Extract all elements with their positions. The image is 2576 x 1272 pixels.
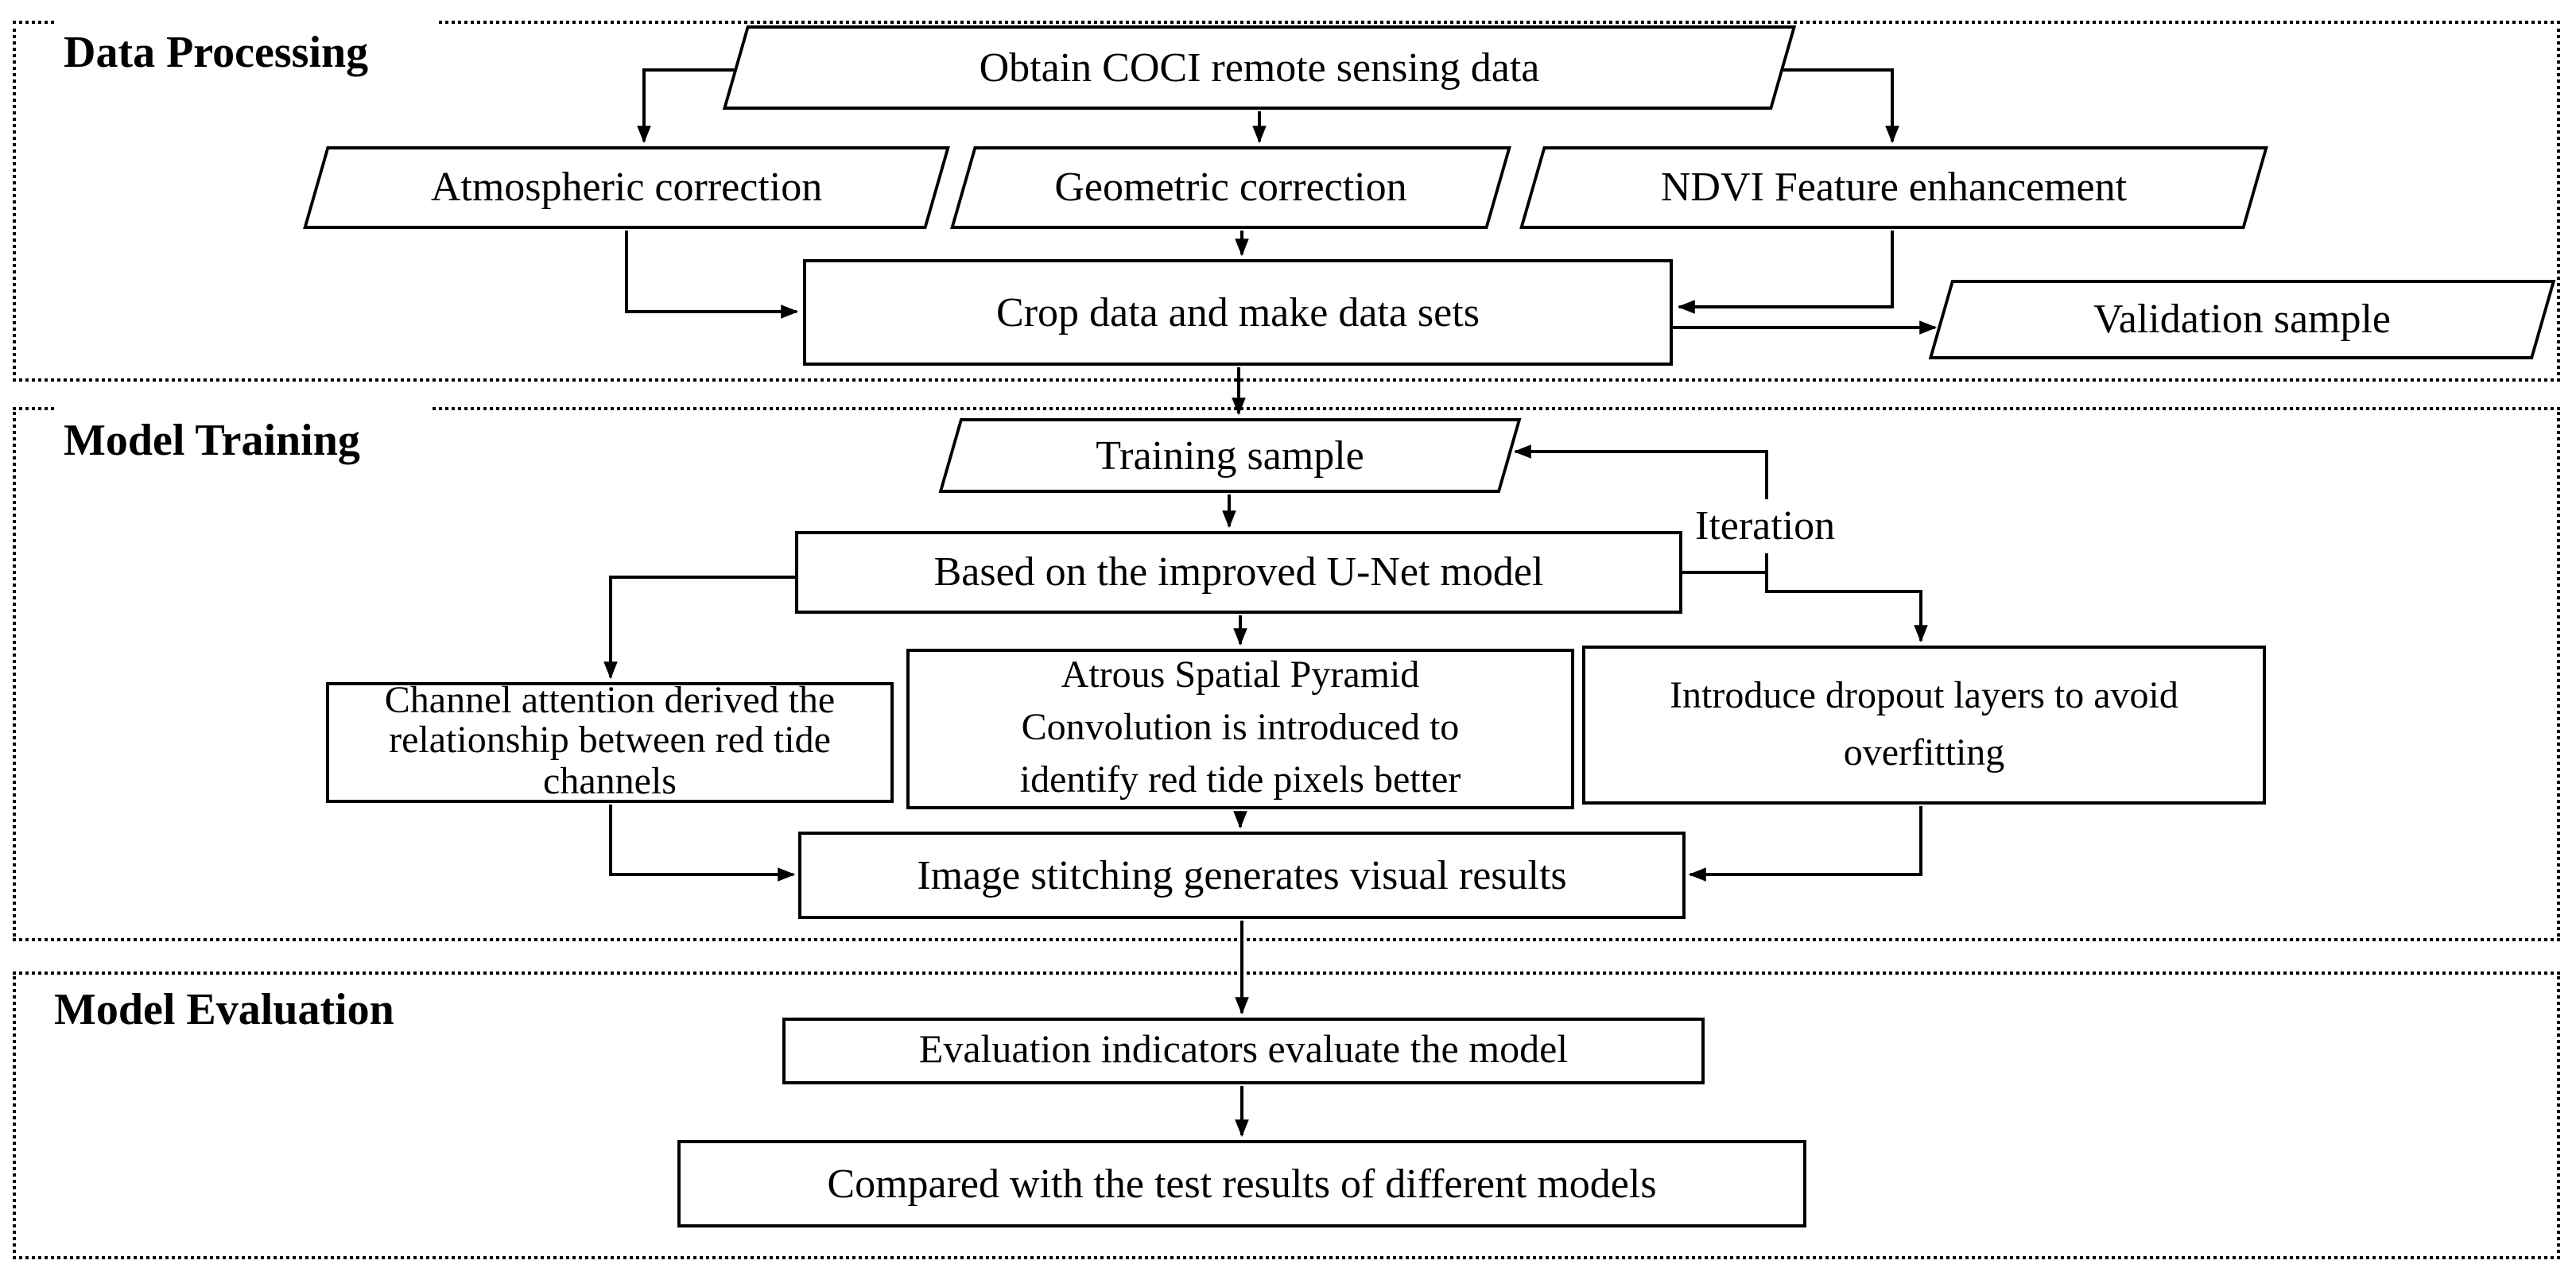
node-atrous-spatial-pyramid: Atrous Spatial Pyramid Convolution is in… — [906, 649, 1574, 809]
node-label: Channel attention derived the relationsh… — [384, 680, 836, 803]
node-label: Geometric correction — [1054, 164, 1407, 210]
node-image-stitching: Image stitching generates visual results — [798, 832, 1686, 919]
node-dropout-layers: Introduce dropout layers to avoid overfi… — [1582, 646, 2266, 805]
section-model-evaluation — [13, 971, 2560, 1259]
node-label: Crop data and make data sets — [996, 289, 1480, 335]
node-validation-sample: Validation sample — [1928, 280, 2556, 359]
node-ndvi-feature-enhancement: NDVI Feature enhancement — [1519, 146, 2268, 229]
node-label: Compared with the test results of differ… — [827, 1160, 1657, 1206]
node-channel-attention: Channel attention derived the relationsh… — [326, 680, 894, 803]
node-label: Based on the improved U-Net model — [933, 549, 1544, 595]
node-label: Atrous Spatial Pyramid Convolution is in… — [1019, 654, 1461, 802]
node-label: Atmospheric correction — [430, 164, 823, 210]
node-training-sample: Training sample — [938, 418, 1522, 493]
node-crop-data-make-datasets: Crop data and make data sets — [803, 259, 1673, 366]
node-label: Training sample — [1096, 432, 1364, 478]
node-label: Obtain COCI remote sensing data — [979, 44, 1540, 90]
node-label: NDVI Feature enhancement — [1660, 164, 2128, 210]
iteration-label: Iteration — [1682, 499, 1849, 553]
node-label: Image stitching generates visual results — [917, 851, 1567, 898]
section-model-training — [13, 407, 2560, 941]
node-evaluation-indicators: Evaluation indicators evaluate the model — [782, 1018, 1705, 1084]
section-label-data-processing: Data Processing — [57, 8, 439, 80]
node-label: Evaluation indicators evaluate the model — [918, 1029, 1569, 1072]
node-label: Validation sample — [2093, 296, 2391, 342]
node-improved-unet-model: Based on the improved U-Net model — [795, 531, 1682, 614]
node-label: Introduce dropout layers to avoid overfi… — [1670, 676, 2178, 774]
node-compare-models: Compared with the test results of differ… — [677, 1140, 1806, 1227]
node-obtain-coci-data: Obtain COCI remote sensing data — [722, 25, 1797, 110]
node-geometric-correction: Geometric correction — [950, 146, 1511, 229]
node-atmospheric-correction: Atmospheric correction — [303, 146, 950, 229]
section-data-processing — [13, 21, 2560, 382]
section-label-model-training: Model Training — [57, 393, 430, 468]
section-label-model-evaluation: Model Evaluation — [48, 981, 442, 1037]
